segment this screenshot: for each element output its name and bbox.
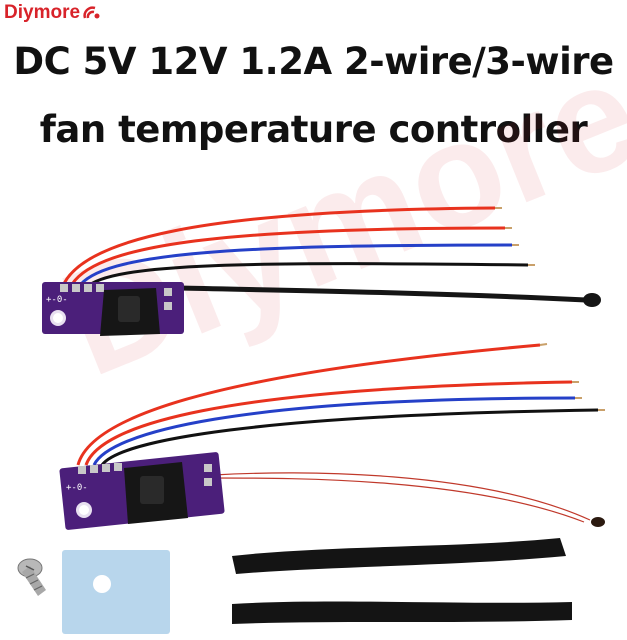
logo-signal-icon xyxy=(83,6,100,19)
controller-module-bottom: +-0- xyxy=(59,343,605,530)
heat-shrink-tubes xyxy=(232,538,572,624)
screw xyxy=(17,558,46,596)
terminal-label-top: +-0- xyxy=(46,295,68,305)
terminal-label-bottom: +-0- xyxy=(66,483,88,493)
product-title-line2: fan temperature controller xyxy=(39,108,588,151)
product-title-line1: DC 5V 12V 1.2A 2-wire/3-wire xyxy=(13,40,614,83)
brand-logo: Diymore xyxy=(4,2,104,24)
logo-text: Diymore xyxy=(4,2,81,23)
controller-module-top: +-0- xyxy=(42,206,601,336)
thermal-pad xyxy=(62,550,170,634)
